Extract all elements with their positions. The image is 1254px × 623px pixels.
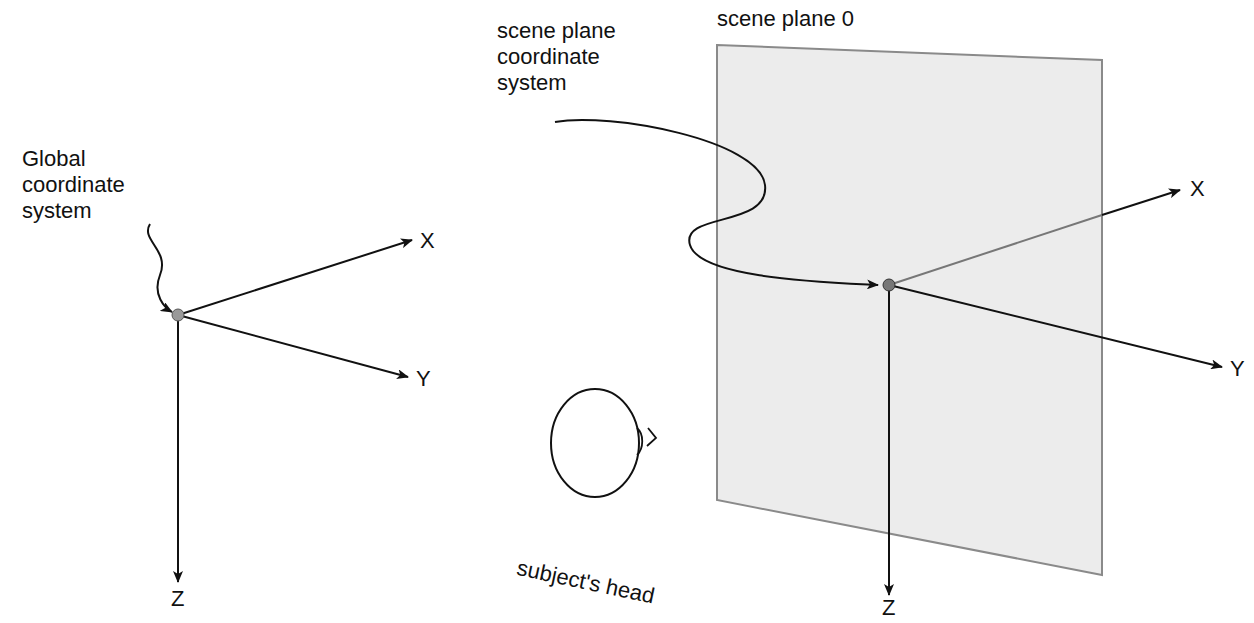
subject-head: subject's head [510,385,720,620]
axis-label: Y [1230,356,1245,382]
scene-plane-outline [705,6,1105,578]
system-label: scene plane coordinate system [497,18,632,96]
axis-label: Z [882,595,895,621]
system-label: Global coordinate system [22,146,162,224]
plane-heading: scene plane 0 [717,6,854,32]
scene-plane: scene plane 0 [705,6,1105,578]
head-label: subject's head [515,555,657,610]
axis-label: Z [171,586,184,612]
axis-label: X [420,228,435,254]
axis-label: X [1190,176,1205,202]
axis-label: Y [416,366,431,392]
